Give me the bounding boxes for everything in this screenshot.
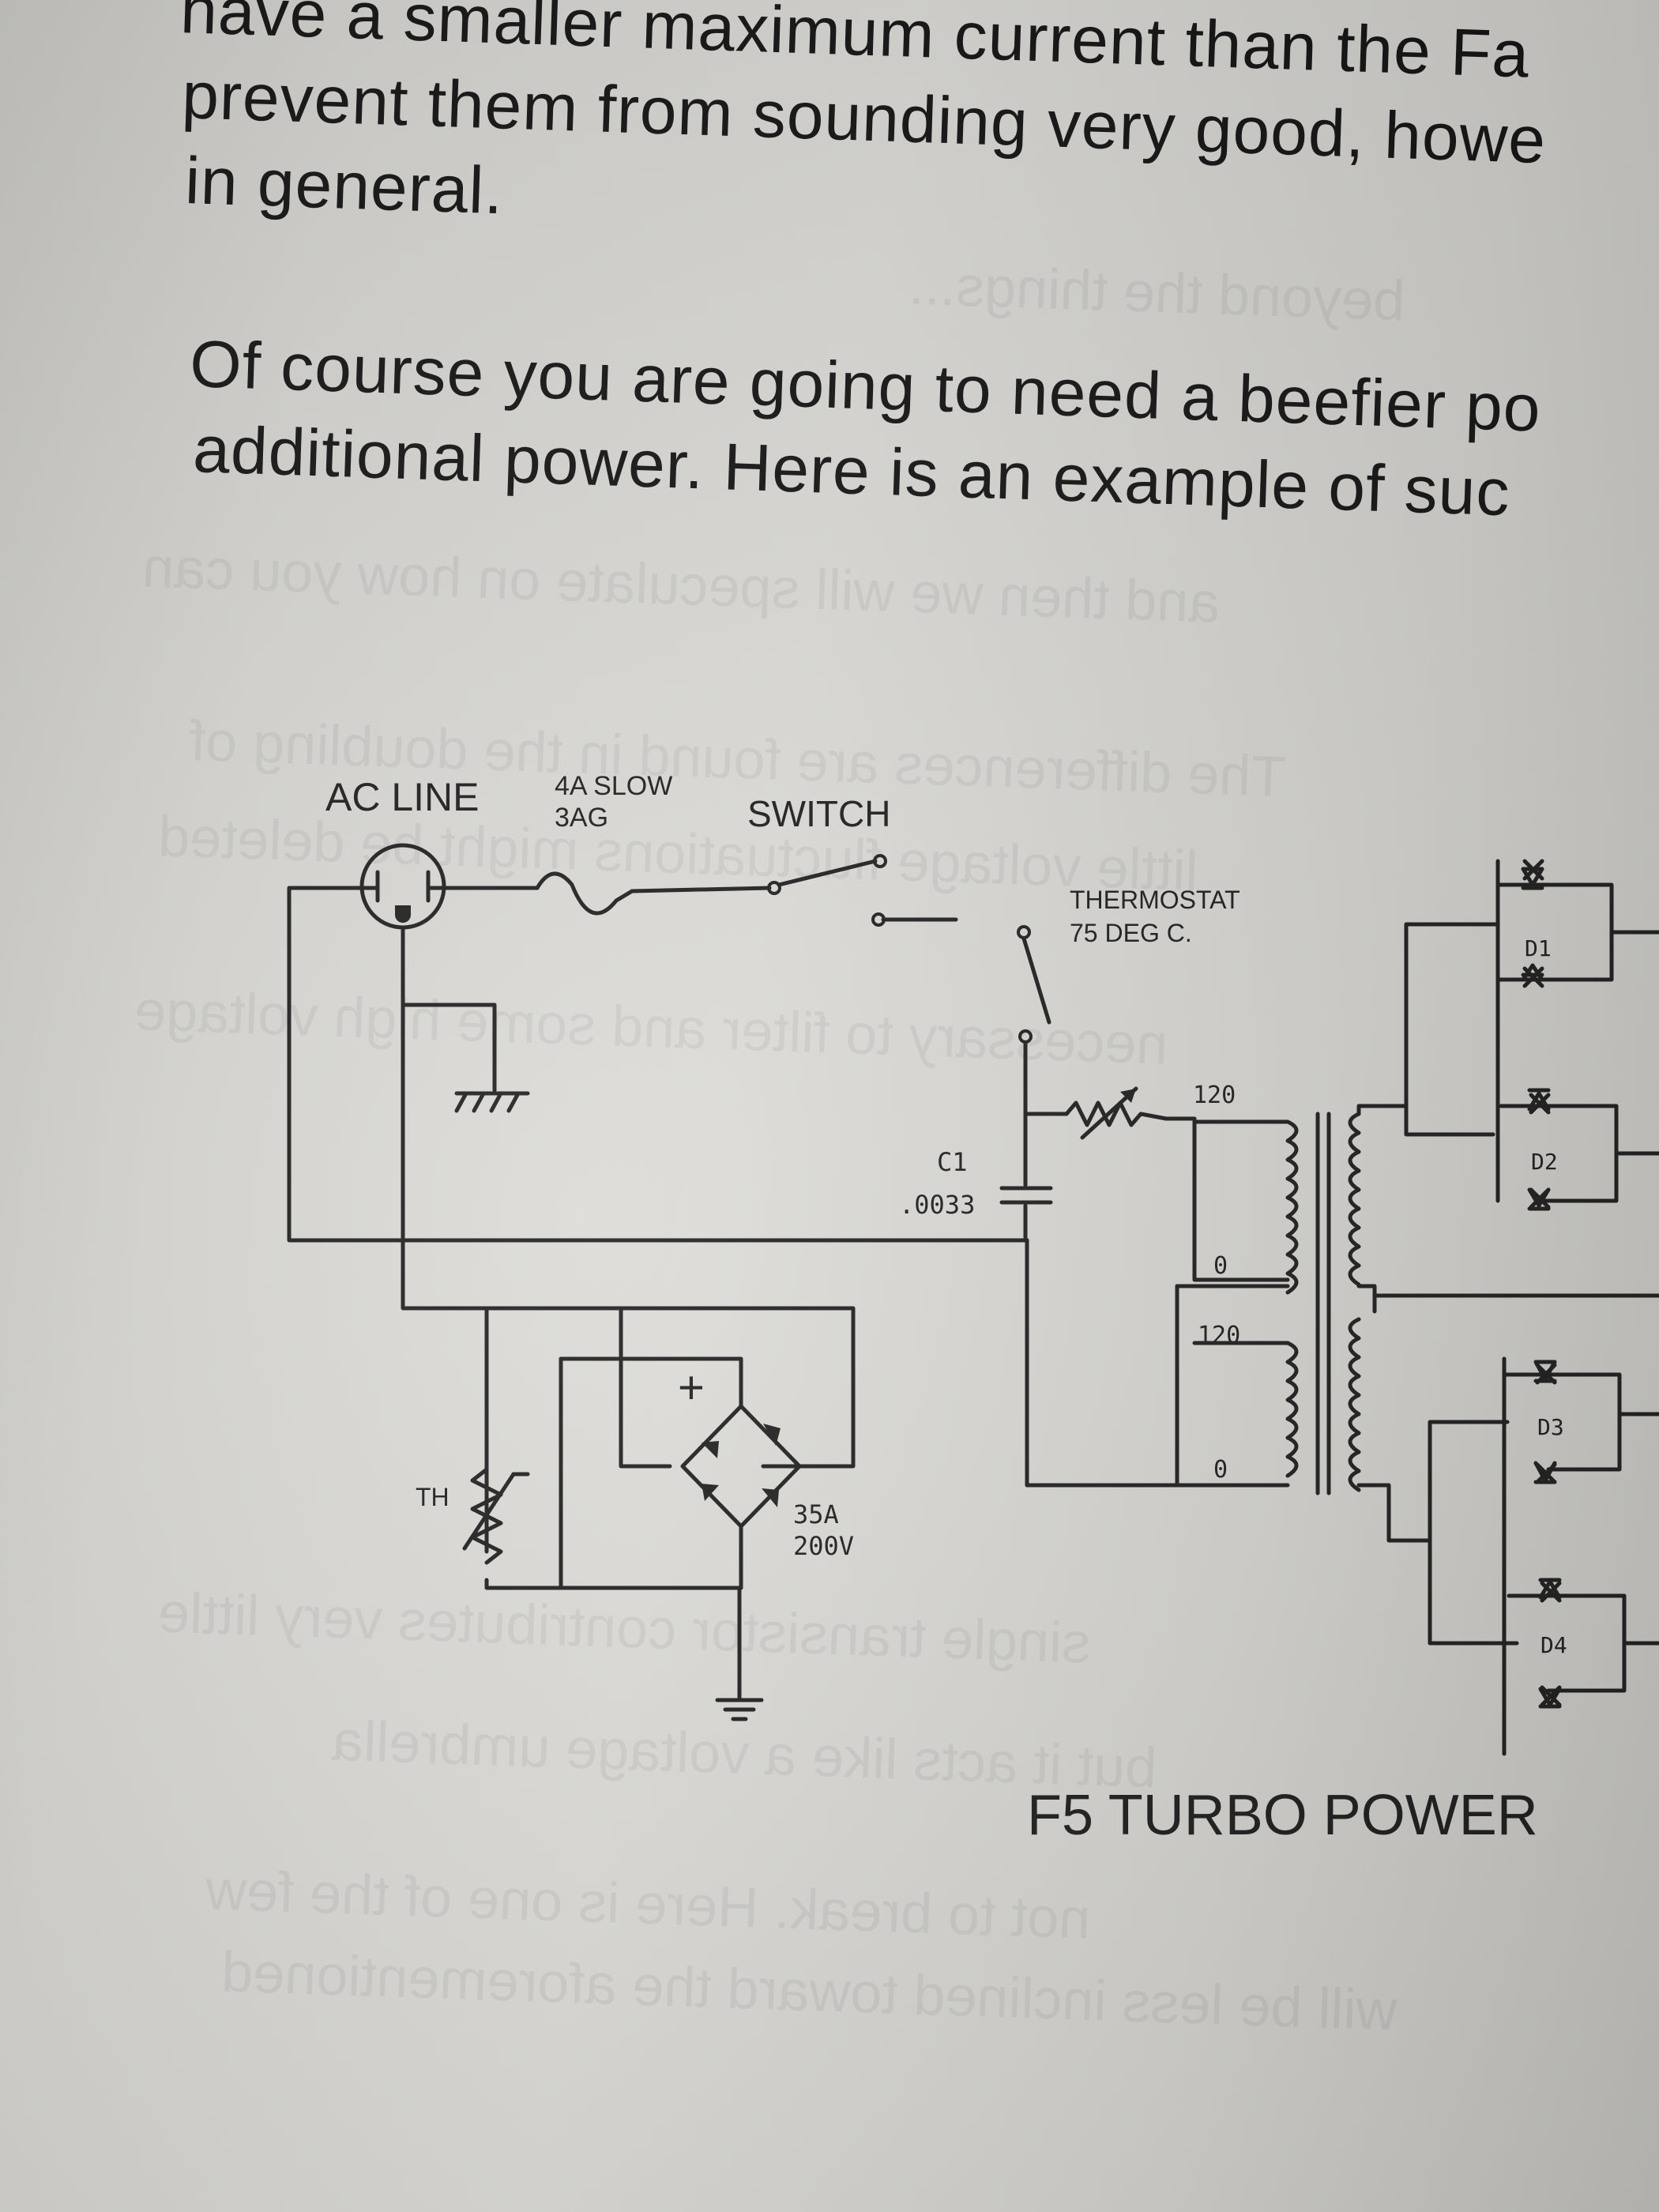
bridge-plus-label: + <box>678 1362 705 1413</box>
diode-d2-symbol <box>1527 1088 1551 1211</box>
variable-resistor-symbol <box>1064 1100 1168 1127</box>
primary-tap-0-lower: 0 <box>1213 1456 1228 1484</box>
primary-tap-120-lower: 120 <box>1198 1322 1240 1349</box>
thermostat-label: THERMOSTAT <box>1070 886 1240 914</box>
ground-icon <box>715 1688 764 1721</box>
diode-d3-symbol <box>1533 1360 1557 1484</box>
thermistor-symbol <box>462 1467 530 1565</box>
primary-tap-0-upper: 0 <box>1213 1252 1228 1280</box>
d3-label: D3 <box>1537 1414 1564 1440</box>
switch-label: SWITCH <box>747 793 890 834</box>
ac-line-label: AC LINE <box>325 775 480 819</box>
d4-label: D4 <box>1540 1632 1567 1658</box>
diode-d4-symbol <box>1538 1578 1562 1709</box>
c1-label: C1 <box>937 1147 968 1177</box>
transformer-symbol <box>1285 1112 1361 1495</box>
fuse-rating-label: 4A SLOW <box>555 771 672 801</box>
d2-label: D2 <box>1531 1149 1558 1175</box>
fuse-symbol <box>535 871 634 916</box>
c1-value-label: .0033 <box>899 1190 975 1220</box>
diode-d1-symbol <box>1521 859 1544 988</box>
thermistor-label: TH <box>416 1483 450 1511</box>
fuse-type-label: 3AG <box>555 803 608 833</box>
bridge-current-label: 35A <box>793 1499 839 1529</box>
schematic-wires <box>287 854 1290 1693</box>
thermostat-temp-label: 75 DEG C. <box>1070 919 1192 947</box>
primary-tap-120-upper: 120 <box>1193 1082 1236 1109</box>
earth-ground-icon <box>454 1091 530 1113</box>
bridge-rectifier-symbol <box>680 1404 802 1590</box>
bridge-voltage-label: 200V <box>793 1531 854 1561</box>
secondary-wires <box>1356 859 1659 1756</box>
schematic-caption: F5 TURBO POWER <box>1027 1784 1538 1847</box>
d1-label: D1 <box>1525 935 1552 961</box>
